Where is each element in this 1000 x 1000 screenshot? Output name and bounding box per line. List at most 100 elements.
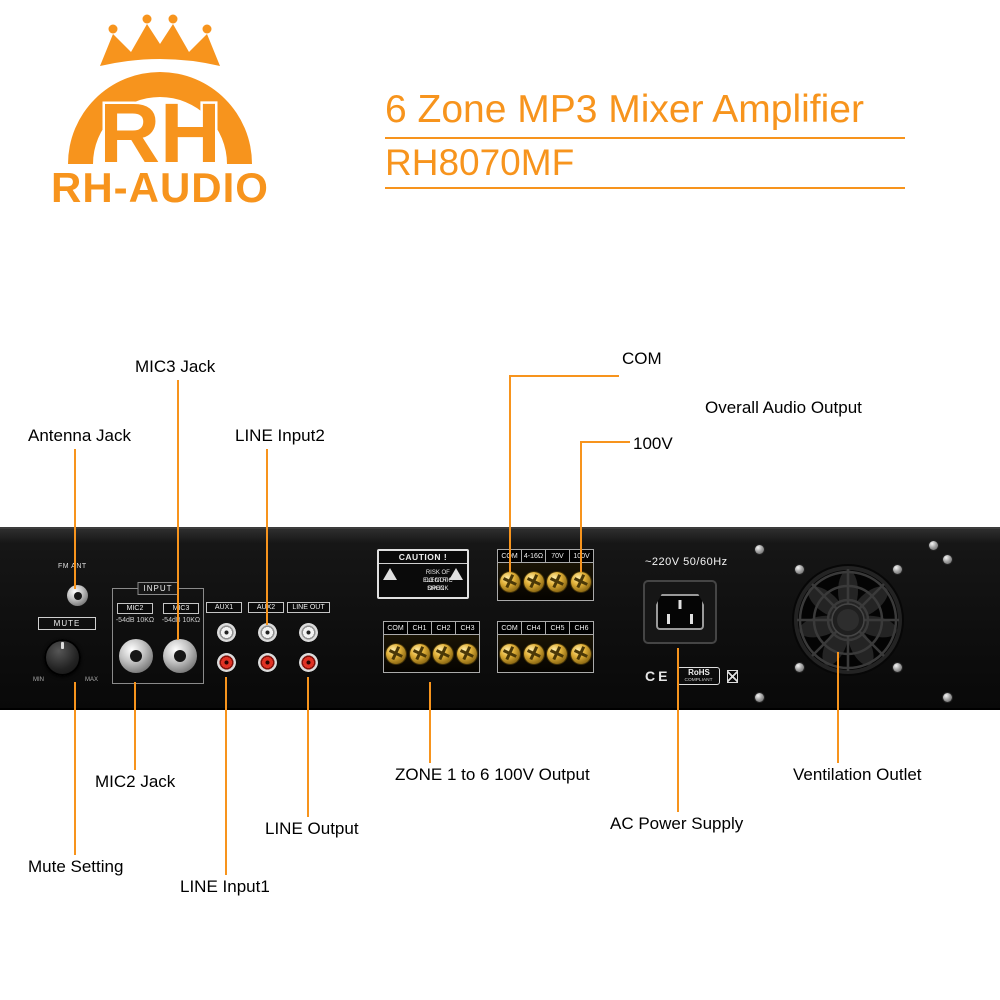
terminal-label: COM — [384, 622, 408, 634]
fm-ant-label: FM ANT — [58, 563, 87, 570]
callout-mic2-jack: MIC2 Jack — [95, 772, 176, 791]
terminal-label: 4-16Ω — [522, 550, 546, 562]
speaker-output-terminal-block: COM 4-16Ω 70V 100V — [497, 549, 594, 601]
leader-line-line-input2 — [266, 449, 268, 625]
ac-socket — [656, 594, 704, 630]
screw-icon — [929, 541, 938, 550]
terminal-label: CH4 — [522, 622, 546, 634]
terminal-screw — [571, 571, 592, 592]
power-rating-label: ~220V 50/60Hz — [645, 556, 728, 568]
mic3-label: MIC3 — [163, 603, 199, 614]
logo-arc — [68, 72, 252, 164]
mic2-jack — [119, 639, 153, 673]
logo-monogram: RH — [99, 86, 220, 180]
aux1-label: AUX1 — [206, 602, 242, 613]
leader-line-com-vertical — [509, 375, 511, 572]
zone-output-terminal-block-2: COM CH4 CH5 CH6 — [497, 621, 594, 673]
model-underline — [385, 187, 905, 189]
line-out-rca-red-jack — [299, 653, 318, 672]
ac-power-inlet — [643, 580, 717, 644]
callout-antenna-jack: Antenna Jack — [28, 426, 132, 445]
screw-icon — [943, 693, 952, 702]
mic2-label: MIC2 — [117, 603, 153, 614]
callout-zone-output: ZONE 1 to 6 100V Output — [395, 765, 590, 784]
leader-line-mute — [74, 682, 76, 855]
leader-line-line-output — [307, 677, 309, 817]
rohs-text: RoHS — [688, 668, 710, 677]
terminal-screw — [385, 643, 406, 664]
mute-min-label: MIN — [33, 677, 44, 683]
terminal-label: CH2 — [432, 622, 456, 634]
rohs-mark: RoHS COMPLIANT — [677, 667, 721, 685]
rohs-sub-text: COMPLIANT — [684, 677, 713, 683]
ce-mark: CE — [645, 668, 671, 684]
mute-knob — [44, 639, 81, 676]
callout-line-output: LINE Output — [265, 819, 359, 838]
mute-label: MUTE — [38, 617, 96, 630]
terminal-label: CH6 — [574, 624, 589, 632]
terminal-label: CH5 — [546, 622, 570, 634]
ventilation-fan — [791, 563, 905, 677]
caution-title: CAUTION ! — [379, 551, 467, 564]
callout-overall-audio-output: Overall Audio Output — [705, 398, 862, 417]
screw-icon — [755, 693, 764, 702]
zone-output-terminal-block-1: COM CH1 CH2 CH3 — [383, 621, 480, 673]
caution-line1: RISK OF ELECTRIC SHOCK — [423, 570, 453, 592]
terminal-screw — [499, 571, 520, 592]
mic3-jack — [163, 639, 197, 673]
leader-line-com-horizontal — [509, 375, 619, 377]
caution-text: RISK OF ELECTRIC SHOCK DO NOT OPEN — [397, 570, 453, 592]
aux1-rca-red-jack — [217, 653, 236, 672]
leader-line-100v-vertical — [580, 441, 582, 572]
line-out-label: LINE OUT — [287, 602, 330, 613]
amplifier-rear-panel: FM ANT MUTE MIN MAX INPUT MIC2 MIC3 -54d… — [0, 527, 1000, 710]
crown-icon — [100, 14, 220, 66]
certification-marks: CE RoHS COMPLIANT — [645, 667, 739, 685]
callout-100v: 100V — [633, 434, 673, 453]
terminal-screw — [409, 643, 430, 664]
terminal-label: CH3 — [460, 624, 475, 632]
leader-line-mic3 — [177, 380, 179, 640]
leader-line-100v-horizontal — [580, 441, 630, 443]
mic3-spec: -54dB 10KΩ — [161, 617, 201, 624]
callout-line-input2: LINE Input2 — [235, 426, 325, 445]
rh-audio-logo-icon: RH RH-AUDIO — [51, 14, 269, 211]
terminal-screw — [547, 643, 568, 664]
input-group-label: INPUT — [137, 582, 179, 595]
callout-line-input1: LINE Input1 — [180, 877, 270, 896]
leader-line-ac-power — [677, 648, 679, 812]
terminal-label: COM — [498, 622, 522, 634]
live-pin — [667, 614, 670, 624]
ground-pin — [678, 600, 682, 609]
screw-icon — [795, 663, 804, 672]
product-title: 6 Zone MP3 Mixer Amplifier — [385, 88, 864, 131]
terminal-label: CH1 — [408, 622, 432, 634]
aux2-rca-red-jack — [258, 653, 277, 672]
fan-icon — [792, 564, 904, 676]
caution-line2: DO NOT OPEN — [424, 577, 448, 592]
warning-lightning-icon — [383, 568, 397, 580]
terminal-screw — [433, 643, 454, 664]
callout-com: COM — [622, 349, 662, 368]
terminal-screw — [547, 571, 568, 592]
callout-ac-power-supply: AC Power Supply — [610, 814, 744, 833]
terminal-screw — [457, 643, 478, 664]
screw-icon — [893, 663, 902, 672]
brand-name: RH-AUDIO — [51, 164, 269, 207]
callout-mute-setting: Mute Setting — [28, 857, 124, 876]
neutral-pin — [690, 614, 693, 624]
mic2-spec: -54dB 10KΩ — [115, 617, 155, 624]
terminal-screw — [523, 571, 544, 592]
callout-ventilation-outlet: Ventilation Outlet — [793, 765, 922, 784]
terminal-screw — [523, 643, 544, 664]
antenna-jack — [67, 585, 88, 606]
caution-label: CAUTION ! RISK OF ELECTRIC SHOCK DO NOT … — [377, 549, 469, 599]
brand-logo: RH RH-AUDIO — [20, 12, 300, 211]
terminal-screw — [499, 643, 520, 664]
screw-icon — [893, 565, 902, 574]
screw-icon — [943, 555, 952, 564]
screw-icon — [755, 545, 764, 554]
mute-max-label: MAX — [85, 677, 99, 683]
terminal-screw — [571, 643, 592, 664]
